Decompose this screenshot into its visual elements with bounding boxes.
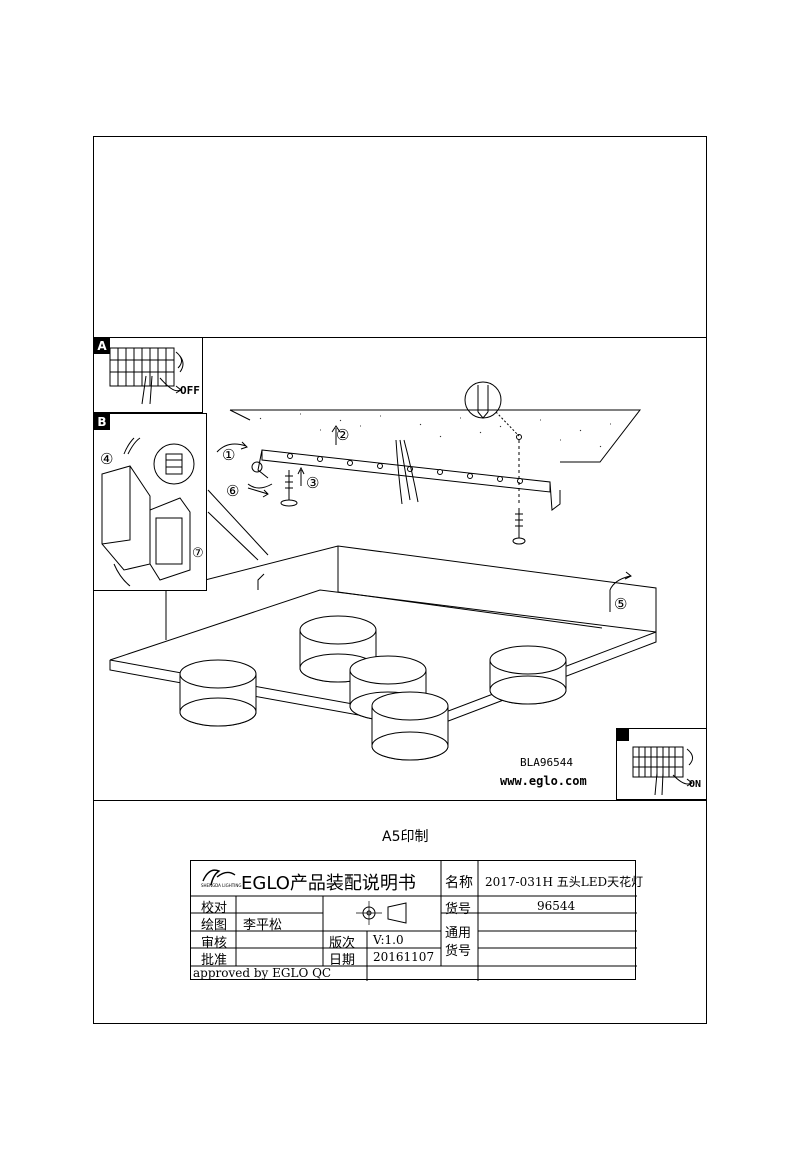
- step-4-label: ④: [100, 450, 114, 468]
- website-url: www.eglo.com: [500, 774, 587, 788]
- step-5-label: ⑤: [614, 595, 628, 613]
- name-value: 2017-031H 五头LED天花灯: [485, 875, 644, 889]
- step-1-label: ①: [222, 446, 236, 464]
- breaker-on-label: ON: [689, 779, 702, 790]
- inset-b-panel: B ④ ⑦: [93, 413, 207, 591]
- inset-a-tag: A: [94, 338, 110, 354]
- breaker-off-illustration: [109, 347, 184, 405]
- proofread-label: 校对: [201, 901, 228, 916]
- terminal-box-illustration: [101, 437, 195, 587]
- review-label: 审核: [201, 936, 228, 951]
- title-block: SHENGDA LIGHTING EGLO产品装配说明书 名称 2017-031…: [190, 860, 643, 981]
- drawing-label: 绘图: [201, 918, 228, 933]
- step-2-label: ②: [336, 426, 350, 444]
- document-title: EGLO产品装配说明书: [241, 873, 416, 894]
- common-label-line1: 通用: [445, 926, 472, 941]
- date-label: 日期: [329, 953, 356, 968]
- article-value: 96544: [537, 899, 576, 913]
- inset-a-panel: A OFF: [93, 337, 203, 413]
- version-label: 版次: [329, 936, 356, 951]
- breaker-on-illustration: [632, 746, 693, 796]
- inset-b-tag: B: [94, 414, 110, 430]
- inset-c-panel: ON: [616, 728, 707, 800]
- brand-subtitle: SHENGDA LIGHTING: [201, 883, 242, 888]
- common-label-line2: 货号: [445, 944, 472, 959]
- date-value: 20161107: [373, 950, 435, 964]
- inset-c-tag: [617, 729, 629, 741]
- title-block-grid: [191, 861, 637, 981]
- article-label: 货号: [445, 902, 472, 917]
- drawing-value: 李平松: [243, 918, 283, 933]
- upper-divider: [93, 337, 707, 338]
- version-value: V:1.0: [373, 933, 404, 947]
- step-3-label: ③: [306, 474, 320, 492]
- approve-label: 批准: [201, 953, 228, 968]
- step-6-label: ⑥: [226, 482, 240, 500]
- breaker-off-label: OFF: [180, 384, 200, 397]
- name-label: 名称: [445, 875, 473, 891]
- model-code: BLA96544: [520, 756, 573, 769]
- print-size-note: A5印制: [382, 829, 429, 845]
- approved-by-text: approved by EGLO QC: [193, 966, 332, 980]
- step-7-label: ⑦: [192, 546, 204, 561]
- lower-divider: [93, 800, 707, 801]
